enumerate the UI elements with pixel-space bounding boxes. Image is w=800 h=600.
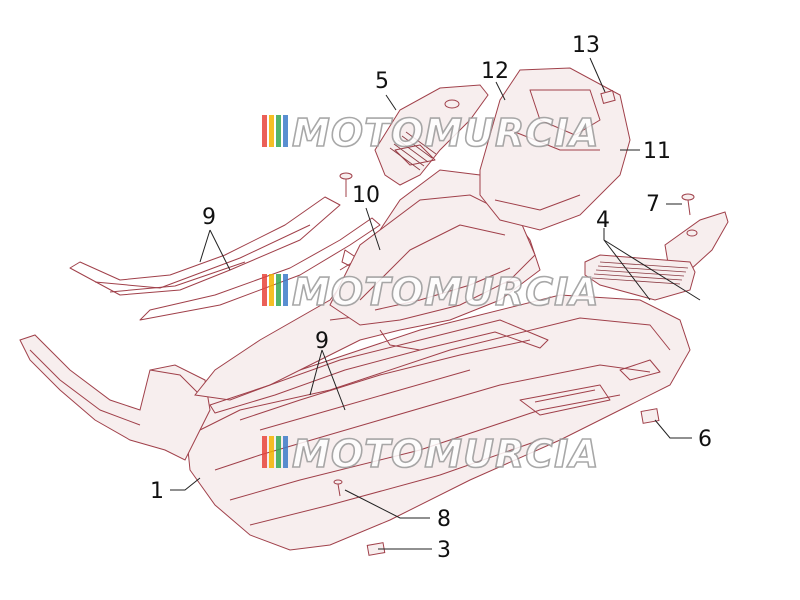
footboard-part: [184, 294, 691, 551]
clip-6-hardware: [640, 408, 660, 424]
watermark-middle: MOTOMURCIA: [262, 269, 600, 315]
callout-9-upper: 9: [202, 205, 216, 230]
callout-5: 5: [375, 69, 389, 94]
callout-4: 4: [596, 208, 610, 233]
tunnel-cover-part: [329, 194, 536, 326]
callout-12: 12: [481, 59, 509, 84]
clip-13-hardware: [600, 90, 616, 104]
callout-9-center: 9: [315, 329, 329, 354]
rear-panel-part: [479, 67, 631, 231]
hardware: [333, 90, 695, 556]
clip-3-hardware: [366, 542, 386, 556]
grille-cover-part: [374, 84, 489, 186]
leader-lines: [170, 57, 701, 550]
watermark-bottom: MOTOMURCIA: [262, 431, 600, 477]
callout-3: 3: [437, 538, 451, 563]
callout-6: 6: [698, 427, 712, 452]
screw-7-hardware: [681, 193, 695, 216]
left-front-panel: [19, 334, 211, 461]
mat-strip-center: [209, 319, 549, 431]
watermark-text: MOTOMURCIA: [292, 270, 600, 314]
callout-11: 11: [643, 139, 671, 164]
screw-8-hardware: [333, 479, 343, 497]
callout-10: 10: [352, 183, 380, 208]
callout-8: 8: [437, 507, 451, 532]
callout-labels: 1 3 4 5 6 7 8 9 9 10 11 12 13: [150, 33, 712, 563]
watermark-text: MOTOMURCIA: [292, 432, 600, 476]
screw-left-hardware: [339, 172, 353, 197]
callout-13: 13: [572, 33, 600, 58]
callout-1: 1: [150, 479, 164, 504]
callout-7: 7: [646, 192, 660, 217]
watermark-top: MOTOMURCIA: [262, 110, 600, 156]
watermark-text: MOTOMURCIA: [292, 111, 600, 155]
